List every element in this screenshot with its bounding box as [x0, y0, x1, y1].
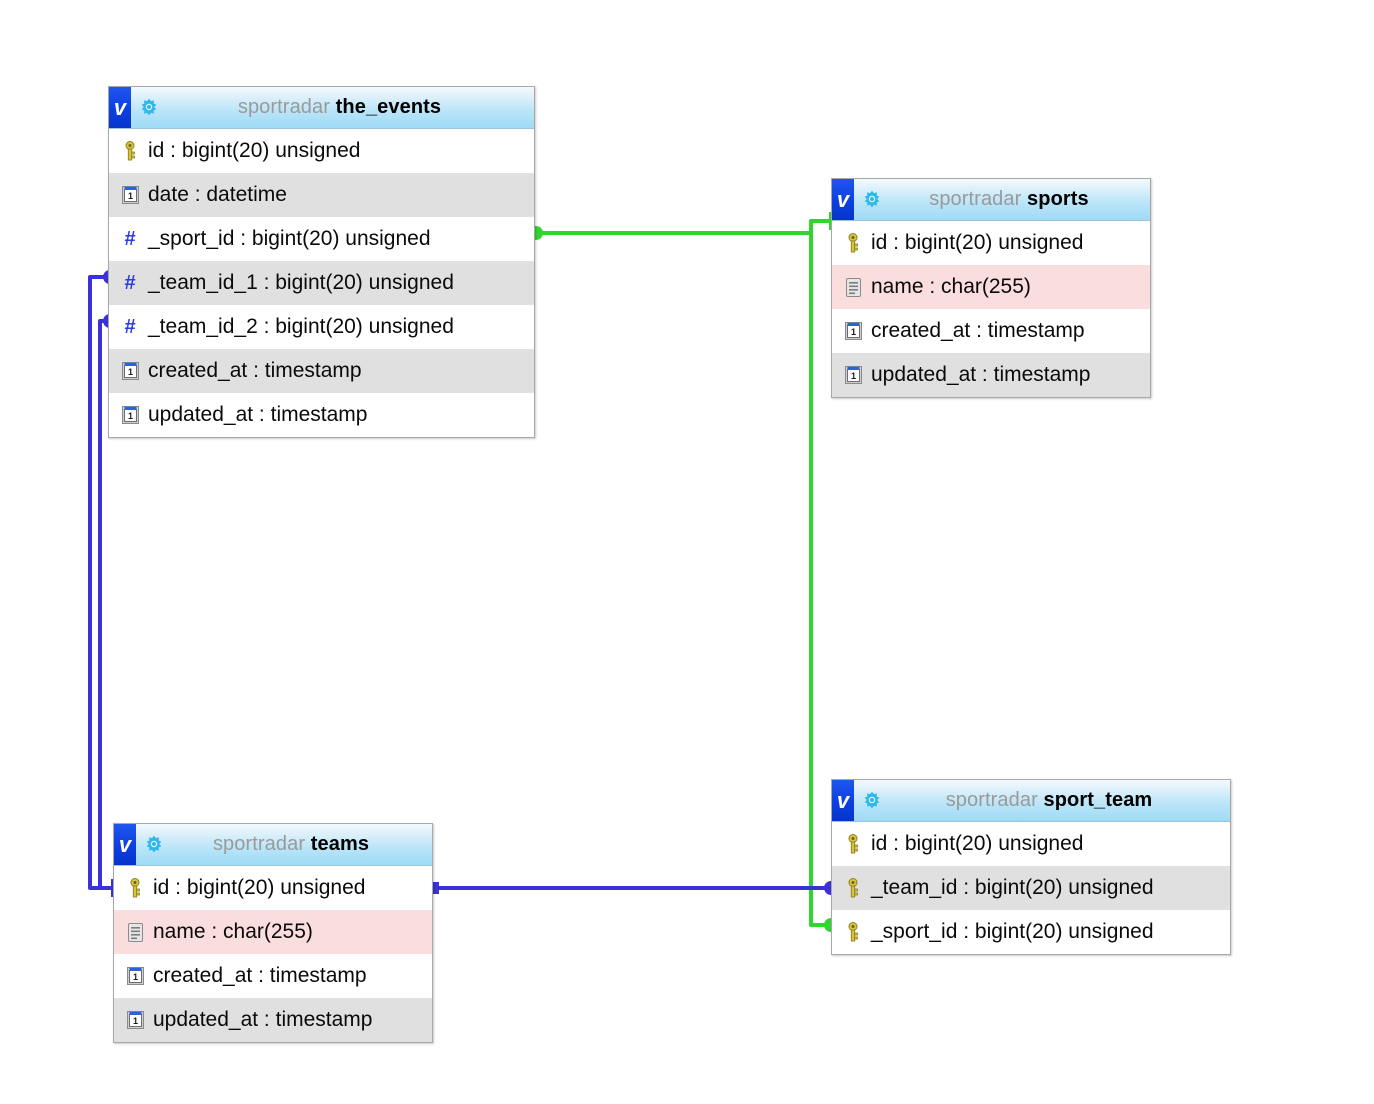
column-label: created_at : timestamp — [148, 359, 362, 382]
column-label: id : bigint(20) unsigned — [871, 231, 1084, 254]
column-label: id : bigint(20) unsigned — [148, 139, 361, 162]
relation-rel-teams-to-sport-team-team[interactable] — [427, 881, 838, 895]
gear-icon[interactable] — [854, 791, 882, 811]
view-badge-icon: v — [114, 824, 136, 865]
gear-icon[interactable] — [136, 835, 164, 855]
hash-icon: # — [124, 228, 136, 250]
column-label: id : bigint(20) unsigned — [871, 832, 1084, 855]
table-name: sports — [1027, 188, 1089, 210]
column-row[interactable]: _sport_id : bigint(20) unsigned — [832, 910, 1230, 954]
svg-text:1: 1 — [127, 411, 132, 421]
column-row[interactable]: 1 updated_at : timestamp — [109, 393, 534, 437]
relation-line — [809, 225, 831, 927]
column-row[interactable]: _team_id : bigint(20) unsigned — [832, 866, 1230, 910]
column-row[interactable]: 1 updated_at : timestamp — [832, 353, 1150, 397]
document-icon — [125, 921, 145, 943]
table-title-the_events: sportradar the_events — [159, 96, 534, 119]
column-label: name : char(255) — [871, 275, 1031, 298]
table-name: sport_team — [1043, 789, 1153, 811]
view-badge-icon: v — [832, 780, 854, 821]
calendar-icon: 1 — [120, 360, 140, 382]
svg-text:1: 1 — [127, 191, 132, 201]
table-name: the_events — [335, 96, 442, 118]
calendar-icon: 1 — [843, 320, 863, 342]
column-row[interactable]: 1 updated_at : timestamp — [114, 998, 432, 1042]
column-row[interactable]: 1 created_at : timestamp — [832, 309, 1150, 353]
column-row[interactable]: # _team_id_2 : bigint(20) unsigned — [109, 305, 534, 349]
column-label: _team_id : bigint(20) unsigned — [871, 876, 1154, 899]
column-label: updated_at : timestamp — [871, 363, 1091, 386]
table-title-teams: sportradar teams — [164, 833, 432, 856]
column-row[interactable]: id : bigint(20) unsigned — [832, 822, 1230, 866]
schema-name: sportradar — [212, 833, 311, 855]
key-icon — [843, 232, 863, 254]
gear-icon[interactable] — [131, 98, 159, 118]
view-badge-icon: v — [832, 179, 854, 220]
column-label: _team_id_2 : bigint(20) unsigned — [148, 315, 454, 338]
schema-name: sportradar — [929, 188, 1028, 210]
relation-rel-events-sport-to-sports[interactable] — [529, 212, 834, 240]
calendar-icon: 1 — [120, 184, 140, 206]
table-title-sports: sportradar sports — [882, 188, 1150, 211]
table-header-sports[interactable]: v sportradar sports — [832, 179, 1150, 221]
column-label: _sport_id : bigint(20) unsigned — [148, 227, 431, 250]
column-label: id : bigint(20) unsigned — [153, 876, 366, 899]
schema-name: sportradar — [945, 789, 1044, 811]
view-badge-icon: v — [109, 87, 131, 128]
calendar-icon: 1 — [843, 364, 863, 386]
table-header-teams[interactable]: v sportradar teams — [114, 824, 432, 866]
hash-icon: # — [124, 316, 136, 338]
column-label: created_at : timestamp — [871, 319, 1085, 342]
svg-text:1: 1 — [850, 327, 855, 337]
column-row[interactable]: name : char(255) — [832, 265, 1150, 309]
column-label: _team_id_1 : bigint(20) unsigned — [148, 271, 454, 294]
key-icon — [843, 921, 863, 943]
calendar-icon: 1 — [120, 404, 140, 426]
schema-name: sportradar — [237, 96, 336, 118]
key-icon — [120, 140, 140, 162]
calendar-icon: 1 — [125, 1009, 145, 1031]
column-row[interactable]: 1 created_at : timestamp — [109, 349, 534, 393]
table-header-sport_team[interactable]: v sportradar sport_team — [832, 780, 1230, 822]
svg-text:1: 1 — [132, 972, 137, 982]
key-icon — [843, 877, 863, 899]
key-icon — [843, 833, 863, 855]
svg-text:1: 1 — [850, 371, 855, 381]
calendar-icon: 1 — [125, 965, 145, 987]
column-label: created_at : timestamp — [153, 964, 367, 987]
relation-line — [536, 219, 831, 235]
column-row[interactable]: id : bigint(20) unsigned — [109, 129, 534, 173]
column-row[interactable]: 1 date : datetime — [109, 173, 534, 217]
hash-icon: # — [124, 272, 136, 294]
table-name: teams — [310, 833, 370, 855]
table-title-sport_team: sportradar sport_team — [882, 789, 1230, 812]
column-row[interactable]: # _sport_id : bigint(20) unsigned — [109, 217, 534, 261]
column-label: _sport_id : bigint(20) unsigned — [871, 920, 1154, 943]
svg-text:1: 1 — [127, 367, 132, 377]
column-row[interactable]: id : bigint(20) unsigned — [832, 221, 1150, 265]
column-label: date : datetime — [148, 183, 287, 206]
document-icon — [843, 276, 863, 298]
column-label: updated_at : timestamp — [148, 403, 368, 426]
svg-text:1: 1 — [132, 1016, 137, 1026]
column-label: name : char(255) — [153, 920, 313, 943]
key-icon — [125, 877, 145, 899]
column-label: updated_at : timestamp — [153, 1008, 373, 1031]
column-row[interactable]: name : char(255) — [114, 910, 432, 954]
column-row[interactable]: id : bigint(20) unsigned — [114, 866, 432, 910]
column-row[interactable]: 1 created_at : timestamp — [114, 954, 432, 998]
table-teams[interactable]: v sportradar teams id : bigint(20) unsigne… — [113, 823, 433, 1043]
table-header-the_events[interactable]: v sportradar the_events — [109, 87, 534, 129]
column-row[interactable]: # _team_id_1 : bigint(20) unsigned — [109, 261, 534, 305]
table-sports[interactable]: v sportradar sports id : bigint(20) unsign… — [831, 178, 1151, 398]
gear-icon[interactable] — [854, 190, 882, 210]
